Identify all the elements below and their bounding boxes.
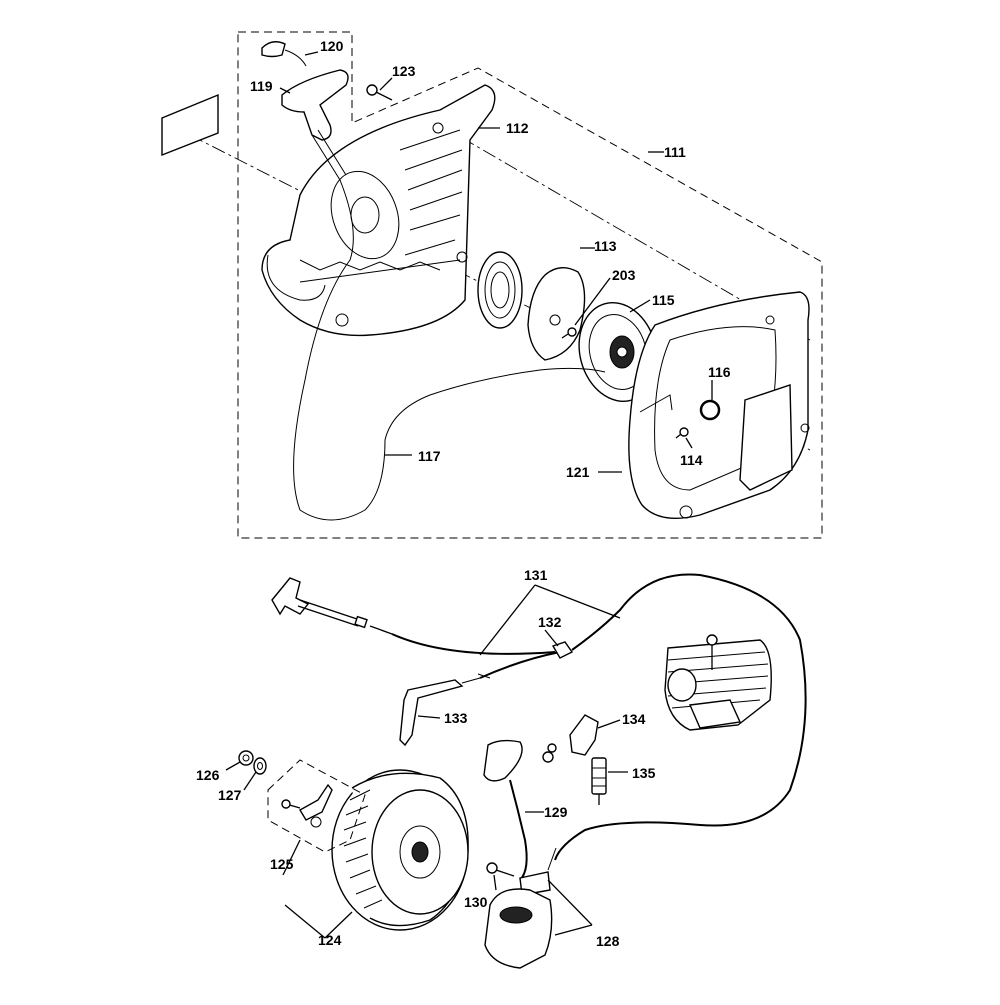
- screw-114: [675, 427, 689, 439]
- stop-switch: [271, 577, 393, 635]
- nut: [238, 750, 254, 766]
- rope-grommet: [261, 41, 307, 67]
- callout-134: 134: [622, 711, 646, 727]
- starter-pawl: [281, 783, 333, 828]
- callout-133: 133: [444, 710, 468, 726]
- starter-rope: [293, 179, 606, 521]
- short-circuit-wire-long: [554, 573, 807, 861]
- spark-plug: [591, 757, 607, 805]
- circlip: [699, 399, 721, 421]
- callout-123: 123: [392, 63, 416, 79]
- callout-117: 117: [418, 448, 441, 464]
- callout-127: 127: [218, 787, 242, 803]
- callout-113: 113: [594, 238, 617, 254]
- spark-plug-boot: [542, 714, 599, 763]
- callout-129: 129: [544, 804, 568, 820]
- callout-131: 131: [524, 567, 548, 583]
- callout-119: 119: [250, 78, 273, 94]
- short-circuit-wire: [391, 633, 556, 655]
- rewind-spring: [477, 251, 586, 361]
- fan-housing-cover: [261, 84, 496, 337]
- screw-130: [486, 862, 515, 877]
- washer: [253, 757, 267, 775]
- ignition-module: [483, 739, 557, 969]
- callout-labels: 120 119 123 112 111 113 203 115 116 114 …: [196, 38, 731, 949]
- starter-handle: [281, 69, 349, 181]
- callout-130: 130: [464, 894, 488, 910]
- short-circuit-wire: [479, 651, 561, 679]
- callout-128: 128: [596, 933, 620, 949]
- callout-124: 124: [318, 932, 342, 948]
- assembly-boundary-111: [237, 31, 823, 539]
- screw-203: [561, 327, 577, 339]
- callout-135: 135: [632, 765, 656, 781]
- wire-connector: [551, 641, 574, 659]
- callout-125: 125: [270, 856, 294, 872]
- callout-115: 115: [652, 292, 675, 308]
- decal-label: [161, 93, 219, 157]
- contact-spring: [399, 679, 464, 747]
- flywheel: [331, 769, 469, 931]
- callout-111: 111: [664, 144, 686, 160]
- leader-lines: [225, 51, 713, 939]
- screw-123: [366, 84, 393, 101]
- callout-114: 114: [680, 452, 703, 468]
- pawl-kit-boundary: [267, 759, 366, 853]
- cylinder: [664, 634, 772, 731]
- ignition-assembly-group: [238, 573, 807, 969]
- callout-120: 120: [320, 38, 344, 54]
- callout-121: 121: [566, 464, 590, 480]
- callout-132: 132: [538, 614, 562, 630]
- callout-116: 116: [708, 364, 731, 380]
- callout-126: 126: [196, 767, 220, 783]
- starter-assembly-group: [161, 31, 823, 539]
- callout-203: 203: [612, 267, 636, 283]
- callout-112: 112: [506, 120, 529, 136]
